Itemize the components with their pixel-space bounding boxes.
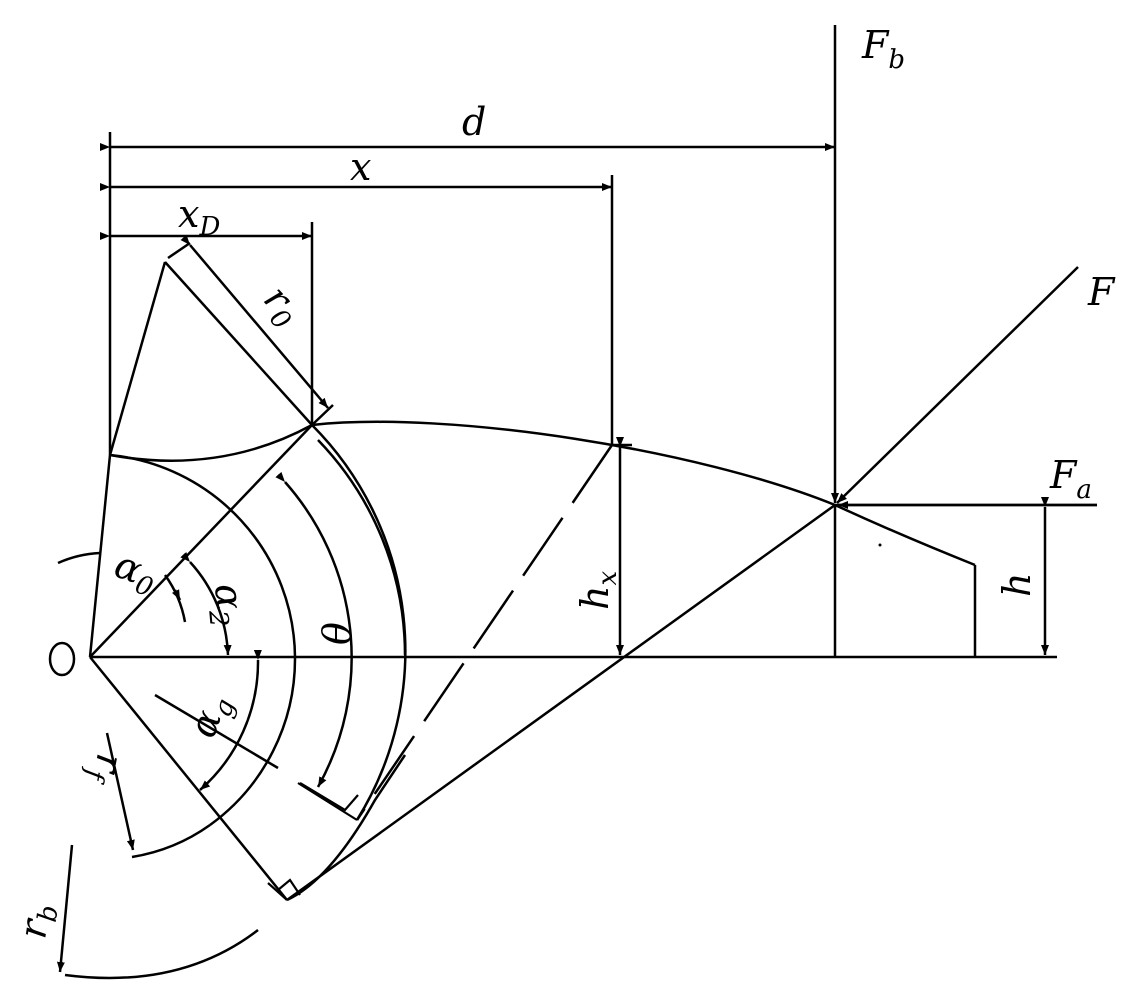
base-circle-arc-2 xyxy=(286,754,407,902)
right-angle-lower xyxy=(277,878,301,896)
arc-alpha0-c xyxy=(171,589,182,601)
radial-line-base xyxy=(89,656,288,901)
rf-arc xyxy=(109,453,297,827)
right-angle-lower-base xyxy=(267,882,288,901)
label-alphag: αg xyxy=(180,688,241,745)
dim-r0-tick-bottom xyxy=(311,404,334,426)
tangent-dashed xyxy=(355,444,614,821)
label-alpha0: α0 xyxy=(107,542,164,603)
arc-alpha0 xyxy=(57,551,101,565)
dim-rf xyxy=(105,732,135,851)
force-F-arrow xyxy=(836,266,1079,504)
origin-symbol xyxy=(48,641,76,677)
right-angle-upper-base xyxy=(297,782,358,821)
arc-alpha2 xyxy=(180,551,232,656)
label-h: h xyxy=(995,573,1039,597)
label-F: F xyxy=(1087,270,1116,314)
rf-arc-lower xyxy=(131,823,211,859)
radial-line-alpha0 xyxy=(88,454,112,658)
line-of-action xyxy=(286,503,836,902)
tooth-profile xyxy=(311,420,836,507)
label-hx: hx xyxy=(573,571,623,610)
arc-theta-outer-extension xyxy=(317,439,407,656)
label-theta: θ xyxy=(315,622,359,645)
label-x: x xyxy=(350,145,371,189)
label-alpha2: α2 xyxy=(200,582,253,628)
tooth-profile-tip xyxy=(834,503,976,567)
base-circle-arc xyxy=(64,929,259,980)
arc-theta xyxy=(275,471,353,788)
radial-line-alpha2 xyxy=(89,424,313,658)
label-rf: rf xyxy=(78,749,133,789)
tip-dot xyxy=(878,543,882,547)
right-angle-upper xyxy=(299,782,359,812)
arc-alphag xyxy=(199,649,262,791)
forces xyxy=(831,25,1097,509)
geometry xyxy=(64,261,1057,980)
tool-edge-left xyxy=(108,261,167,456)
labels: Fb d x xD F Fa r0 hx h θ α0 α2 αg rf rb xyxy=(10,23,1116,942)
angle-arcs xyxy=(57,439,407,791)
dim-r0-tick-top xyxy=(167,241,191,260)
dim-rb xyxy=(56,844,74,973)
label-xD: xD xyxy=(178,192,220,242)
label-d: d xyxy=(462,100,486,144)
dim-r0 xyxy=(180,234,329,409)
label-rb: rb xyxy=(10,901,64,942)
label-Fa: Fa xyxy=(1049,453,1092,505)
label-Fb: Fb xyxy=(861,23,905,75)
arc-alpha0-b xyxy=(163,574,187,623)
